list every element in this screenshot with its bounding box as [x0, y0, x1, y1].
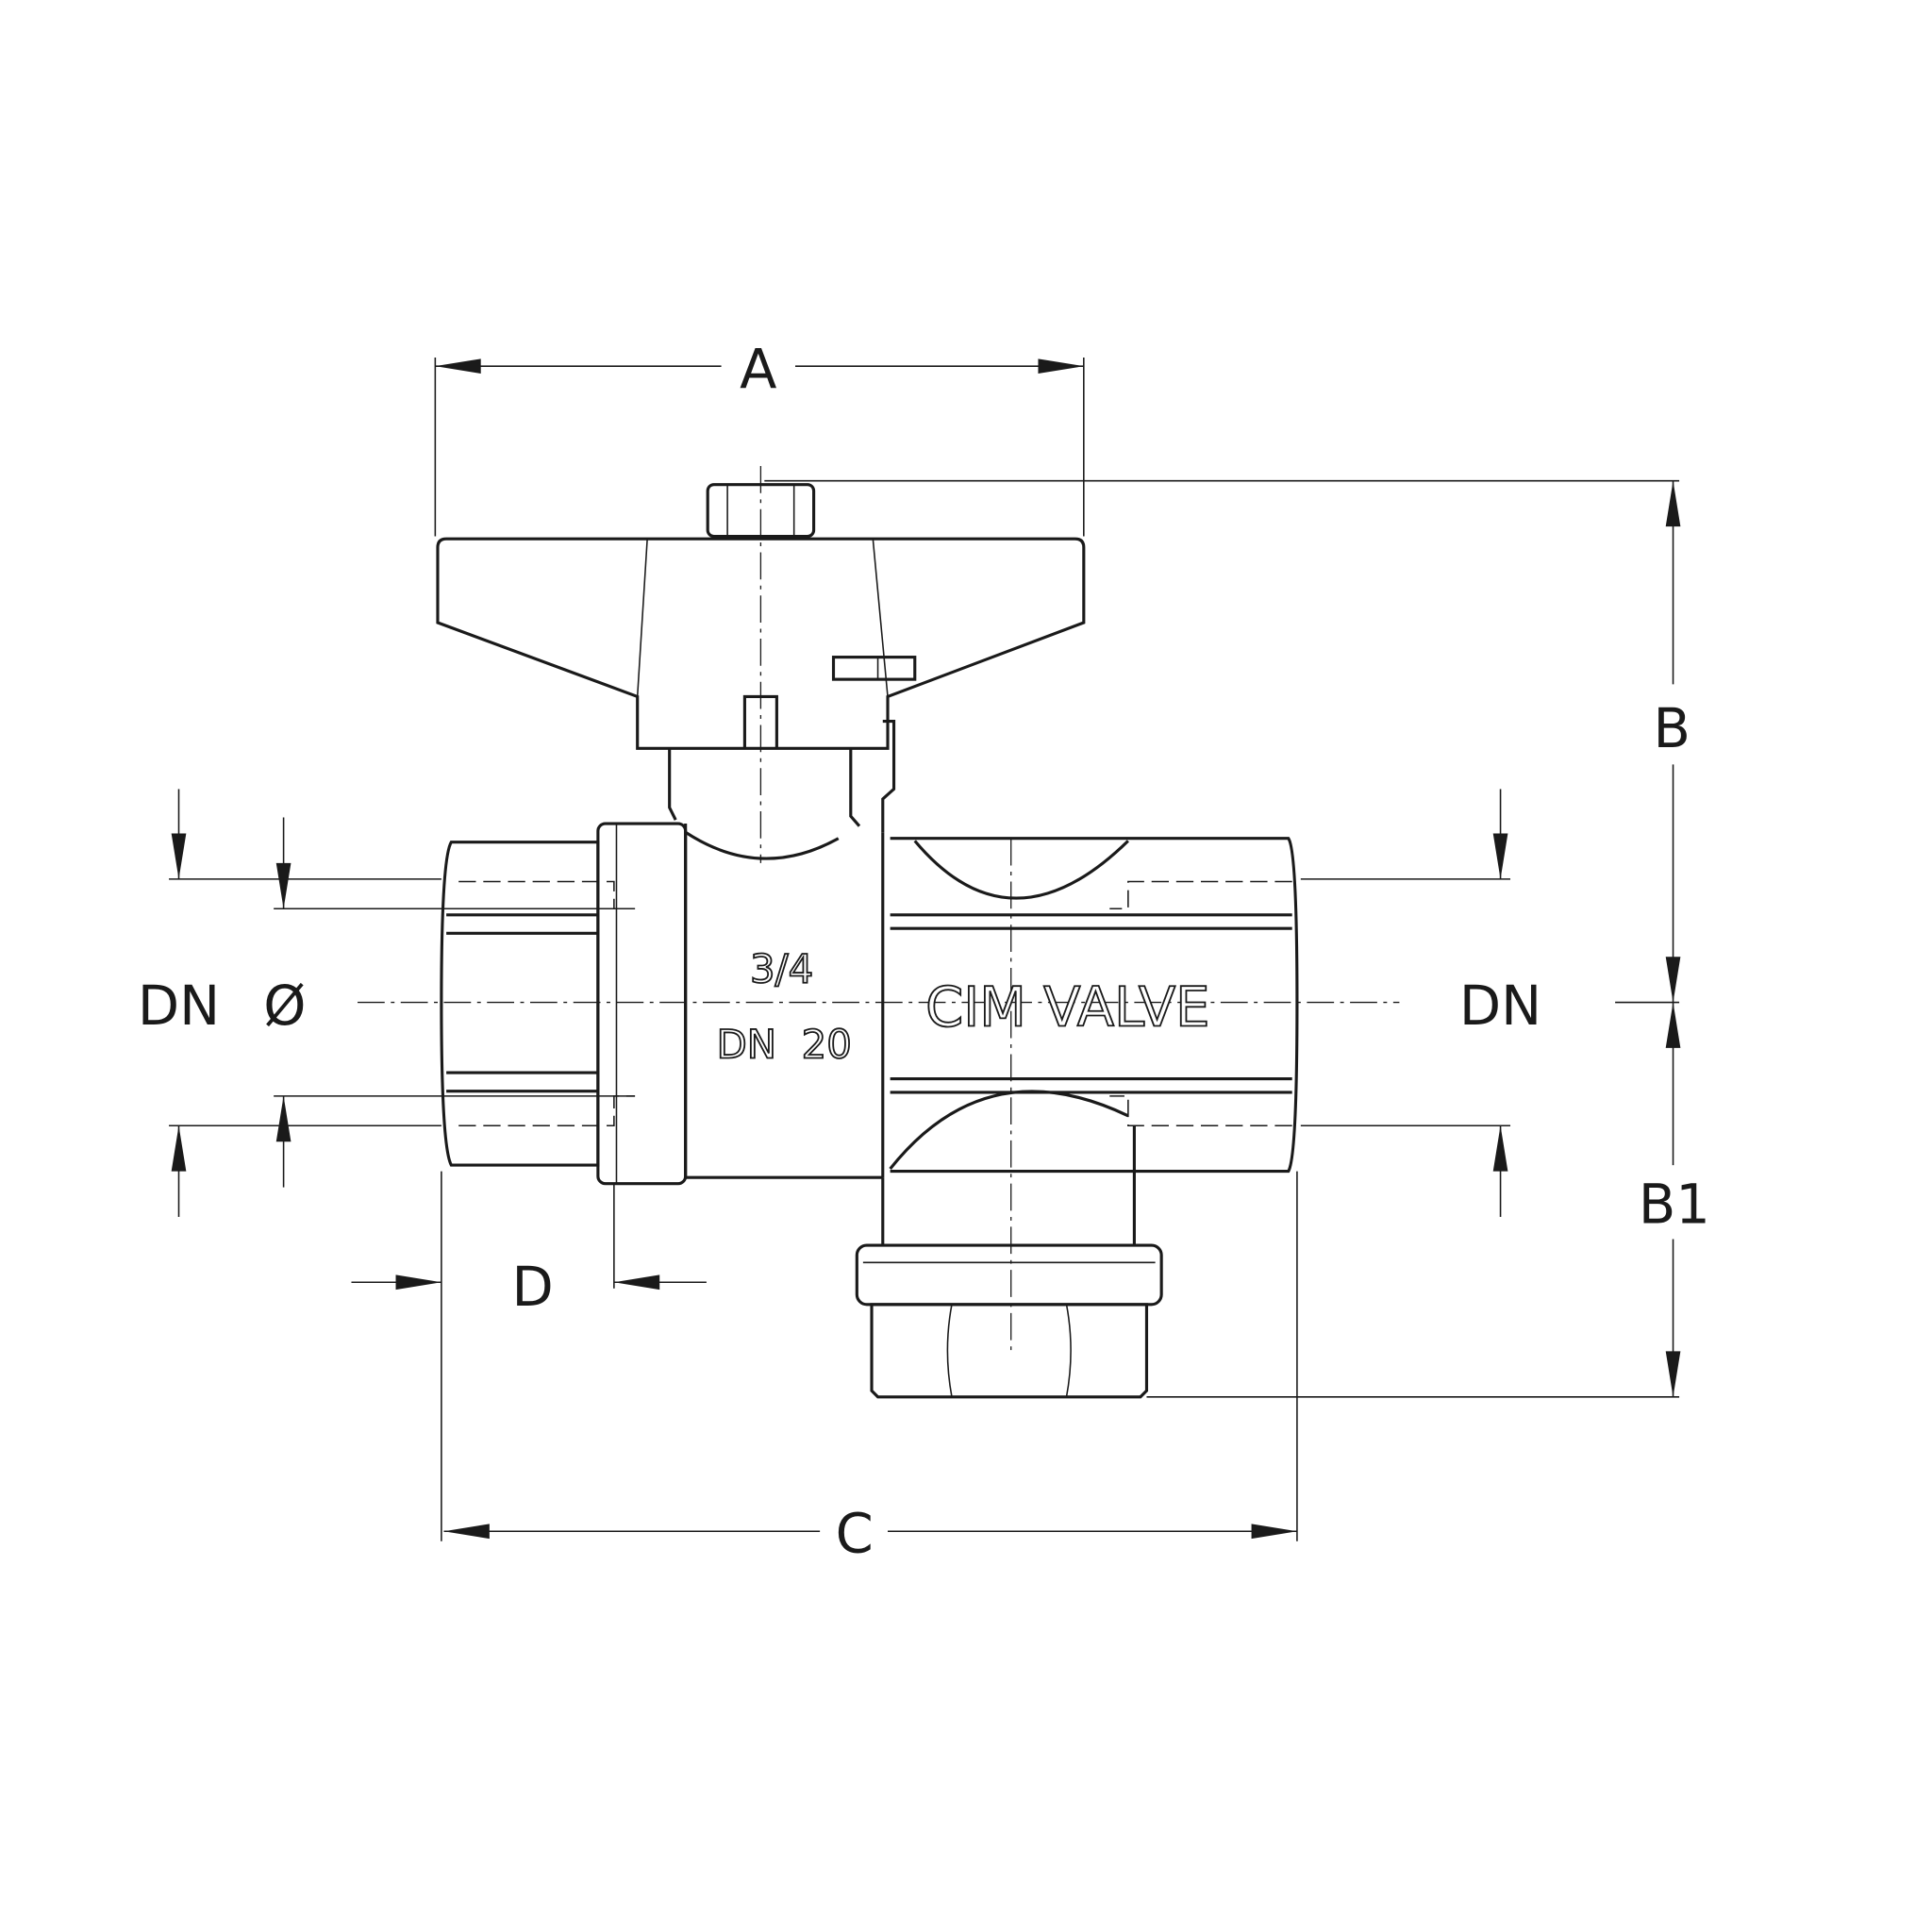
dimension-a-label: A: [740, 339, 776, 402]
dimension-dn-left: [169, 789, 636, 1217]
bottom-outlet-nut: [855, 1243, 1163, 1399]
dimension-b1-label: B1: [1639, 1174, 1710, 1237]
dimension-diameter-label: Ø: [263, 974, 306, 1038]
dimension-dn-left-label: DN: [138, 974, 220, 1038]
butterfly-handle: [436, 483, 1086, 750]
valve-body: [684, 824, 1299, 1246]
size-inch-marking: 3/4: [750, 946, 813, 992]
dimension-c-label: C: [836, 1502, 874, 1565]
dimension-c: [443, 1171, 1298, 1541]
dimension-b-label: B: [1654, 697, 1690, 760]
left-threaded-end: [440, 841, 636, 1167]
dimension-b: [764, 479, 1681, 1398]
size-dn-marking: DN 20: [717, 1021, 852, 1067]
dimension-dn-right-label: DN: [1459, 974, 1541, 1038]
dimension-dn-right: [1300, 789, 1511, 1217]
stem: [668, 720, 896, 833]
union-flange: [596, 822, 688, 1186]
brand-marking: CIM VALVE: [925, 975, 1209, 1039]
dimension-d: [351, 1171, 707, 1541]
dimension-d-label: D: [511, 1256, 553, 1319]
dimension-a: [434, 358, 1085, 537]
